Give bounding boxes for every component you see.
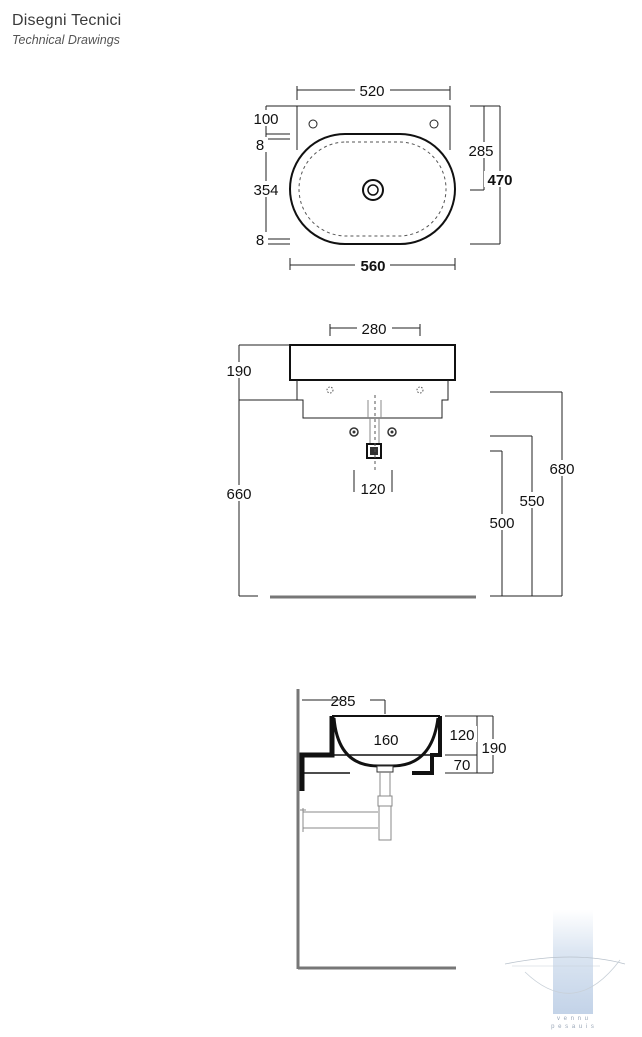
dim-500-right: 500 [489, 515, 514, 532]
watermark-text-2: p e s a u i s [551, 1024, 595, 1030]
dim-354-left: 354 [253, 182, 278, 199]
dim-190-left: 190 [226, 363, 251, 380]
label-bg-190 [222, 362, 256, 378]
dim-660-left: 660 [226, 486, 251, 503]
dim-520-top: 520 [359, 83, 384, 100]
page-subtitle: Technical Drawings [12, 33, 120, 47]
watermark-bar [553, 910, 593, 1014]
dim-70-right-side: 70 [454, 757, 471, 774]
valve-left-dot [352, 430, 356, 434]
basin-outline [289, 133, 456, 245]
basin-front-lower [296, 380, 449, 419]
overflow-right [416, 386, 424, 394]
drain-outer [362, 179, 384, 201]
label-bg-190-side [478, 739, 510, 755]
wall-connector [300, 808, 306, 832]
dim-285-right: 285 [468, 143, 493, 160]
front-view: 280 190 660 120 680 550 500 [222, 321, 579, 599]
overflow-left [326, 386, 334, 394]
page-title: Disegni Tecnici [12, 12, 122, 29]
basin-inner-outline [298, 141, 447, 237]
dim-680-right: 680 [549, 461, 574, 478]
watermark-arc-bottom [524, 959, 621, 994]
label-bg-120-side [447, 726, 477, 742]
label-bg-550 [517, 492, 549, 508]
wall-support-profile [299, 716, 335, 791]
label-bg-354 [250, 181, 282, 197]
dim-280-top: 280 [361, 321, 386, 338]
header: Disegni Tecnici Technical Drawings [12, 12, 121, 47]
dim-470-right: 470 [487, 172, 512, 189]
dim-100-left: 100 [253, 111, 278, 128]
label-bg-680 [547, 460, 579, 476]
label-bg-285 [466, 142, 498, 158]
fixing-hole-right [429, 119, 439, 129]
watermark-arc-top [504, 956, 626, 965]
drain-pipe [379, 772, 391, 796]
dim-190-right-side: 190 [481, 740, 506, 757]
top-view: 520 560 100 8 354 8 285 470 [250, 83, 516, 275]
label-bg-8-top [255, 137, 268, 152]
basin-front-top [289, 344, 456, 381]
label-bg-660 [222, 485, 256, 501]
siphon-connector [377, 795, 393, 807]
drain-inner [367, 184, 379, 196]
label-bg-470 [484, 171, 516, 187]
dim-8-top-left: 8 [256, 137, 264, 154]
side-view: 285 160 120 190 70 [296, 689, 510, 970]
dim-550-right: 550 [519, 493, 544, 510]
dim-120-bottom: 120 [360, 481, 385, 498]
dim-560-bottom: 560 [360, 258, 385, 275]
front-support-profile [412, 716, 442, 775]
label-bg-500 [487, 514, 519, 530]
dim-285-top-side: 285 [330, 693, 355, 710]
siphon-core [370, 447, 378, 455]
dim-120-right-side: 120 [449, 727, 474, 744]
label-bg-8-bottom [255, 232, 268, 247]
dim-8-bottom-left: 8 [256, 232, 264, 249]
siphon-pipe [367, 400, 382, 444]
valve-right-dot [390, 430, 394, 434]
watermark-text-1: v e n n u [557, 1016, 589, 1022]
waste-pipe [303, 811, 378, 829]
label-bg-70-side [450, 756, 476, 772]
dim-160-center: 160 [373, 732, 398, 749]
label-bg-100 [250, 110, 282, 126]
drain-fitting [376, 765, 394, 773]
siphon-bottle [378, 806, 392, 841]
watermark-logo: v e n n u p e s a u i s [504, 910, 626, 1030]
fixing-hole-left [308, 119, 318, 129]
back-plate-outline [297, 105, 451, 150]
